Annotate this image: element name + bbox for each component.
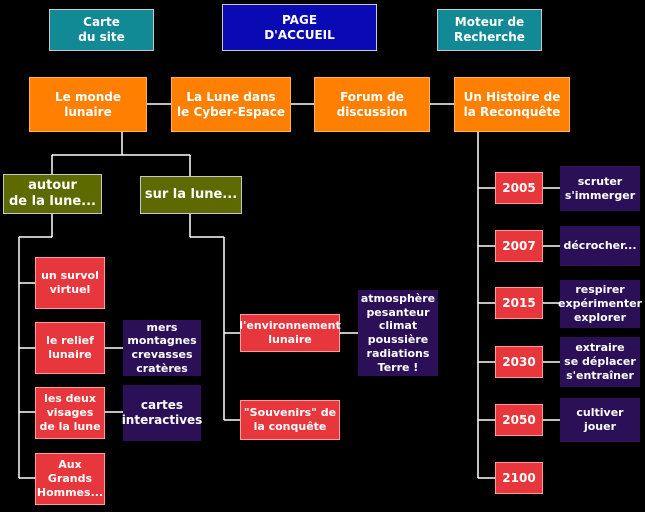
- year-2005-notes: scruter s'immerger: [560, 166, 640, 211]
- relief-notes: mers montagnes crevasses cratères: [123, 320, 201, 376]
- forum-button[interactable]: Forum de discussion: [314, 77, 430, 132]
- environment-notes: atmosphère pesanteur climat poussière ra…: [358, 290, 438, 376]
- environment-button[interactable]: l'environnement lunaire: [239, 314, 341, 352]
- year-2050-button[interactable]: 2050: [495, 404, 543, 436]
- year-2007-button[interactable]: 2007: [495, 230, 543, 262]
- year-2007-notes: décrocher...: [560, 226, 640, 266]
- year-2050-notes: cultiver jouer: [560, 398, 640, 442]
- search-engine-button[interactable]: Moteur de Recherche: [437, 9, 542, 51]
- lunar-world-button[interactable]: Le monde lunaire: [29, 77, 147, 132]
- year-2005-button[interactable]: 2005: [495, 172, 543, 204]
- moon-cyberspace-button[interactable]: La Lune dans le Cyber-Espace: [171, 77, 291, 132]
- great-men-button[interactable]: Aux Grands Hommes...: [35, 453, 105, 505]
- history-button[interactable]: Un Histoire de la Reconquête: [454, 77, 570, 132]
- year-2030-notes: extraire se déplacer s'entraîner: [560, 337, 640, 387]
- site-map-button[interactable]: Carte du site: [49, 9, 154, 51]
- on-moon-button[interactable]: sur la lune...: [140, 176, 242, 214]
- around-moon-button[interactable]: autour de la lune...: [3, 174, 102, 214]
- year-2030-button[interactable]: 2030: [495, 346, 543, 378]
- lunar-relief-button[interactable]: le relief lunaire: [35, 322, 105, 374]
- souvenirs-button[interactable]: "Souvenirs" de la conquête: [240, 400, 340, 440]
- two-faces-button[interactable]: les deux visages de la lune: [35, 387, 105, 439]
- home-page-button[interactable]: PAGE D'ACCUEIL: [222, 4, 377, 51]
- year-2015-button[interactable]: 2015: [495, 287, 543, 319]
- two-faces-notes: cartes interactives: [122, 385, 202, 441]
- year-2015-notes: respirer expérimenter explorer: [558, 280, 642, 328]
- year-2100-button[interactable]: 2100: [495, 462, 543, 494]
- virtual-flyover-button[interactable]: un survol virtuel: [35, 257, 105, 309]
